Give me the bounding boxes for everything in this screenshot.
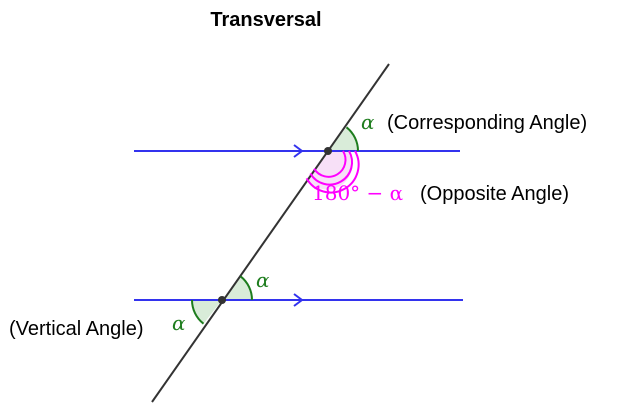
upper-line-arrow-icon — [293, 144, 304, 158]
lower-angle-symbol: α — [256, 268, 270, 292]
lower-angle-arc — [239, 275, 254, 301]
upper-intersection-point — [324, 147, 332, 155]
opposite-angle-label: (Opposite Angle) — [420, 183, 569, 205]
opposite-angle-expression: 180° − α — [312, 181, 403, 205]
lower-line-arrow-icon — [293, 293, 304, 307]
upper-opposite-angle-arc-inner — [313, 150, 347, 178]
upper-corresponding-angle-arc — [345, 126, 360, 152]
upper-opposite-angle-arc-outer — [305, 150, 360, 194]
upper-opposite-angle-arc-middle — [309, 150, 354, 186]
vertical-angle-label: (Vertical Angle) — [9, 318, 144, 340]
lower-angle-fill — [222, 276, 253, 300]
upper-opposite-angle-fill — [306, 151, 353, 190]
lower-intersection-point — [218, 296, 226, 304]
vertical-angle-arc — [190, 299, 205, 325]
transversal-line — [151, 63, 390, 403]
vertical-angle-symbol: α — [172, 311, 186, 335]
diagram-title: Transversal — [210, 9, 321, 31]
vertical-angle-fill — [191, 300, 222, 324]
corresponding-angle-label: (Corresponding Angle) — [387, 112, 587, 134]
upper-corresponding-angle-fill — [328, 127, 359, 151]
corresponding-angle-symbol: α — [361, 110, 375, 134]
